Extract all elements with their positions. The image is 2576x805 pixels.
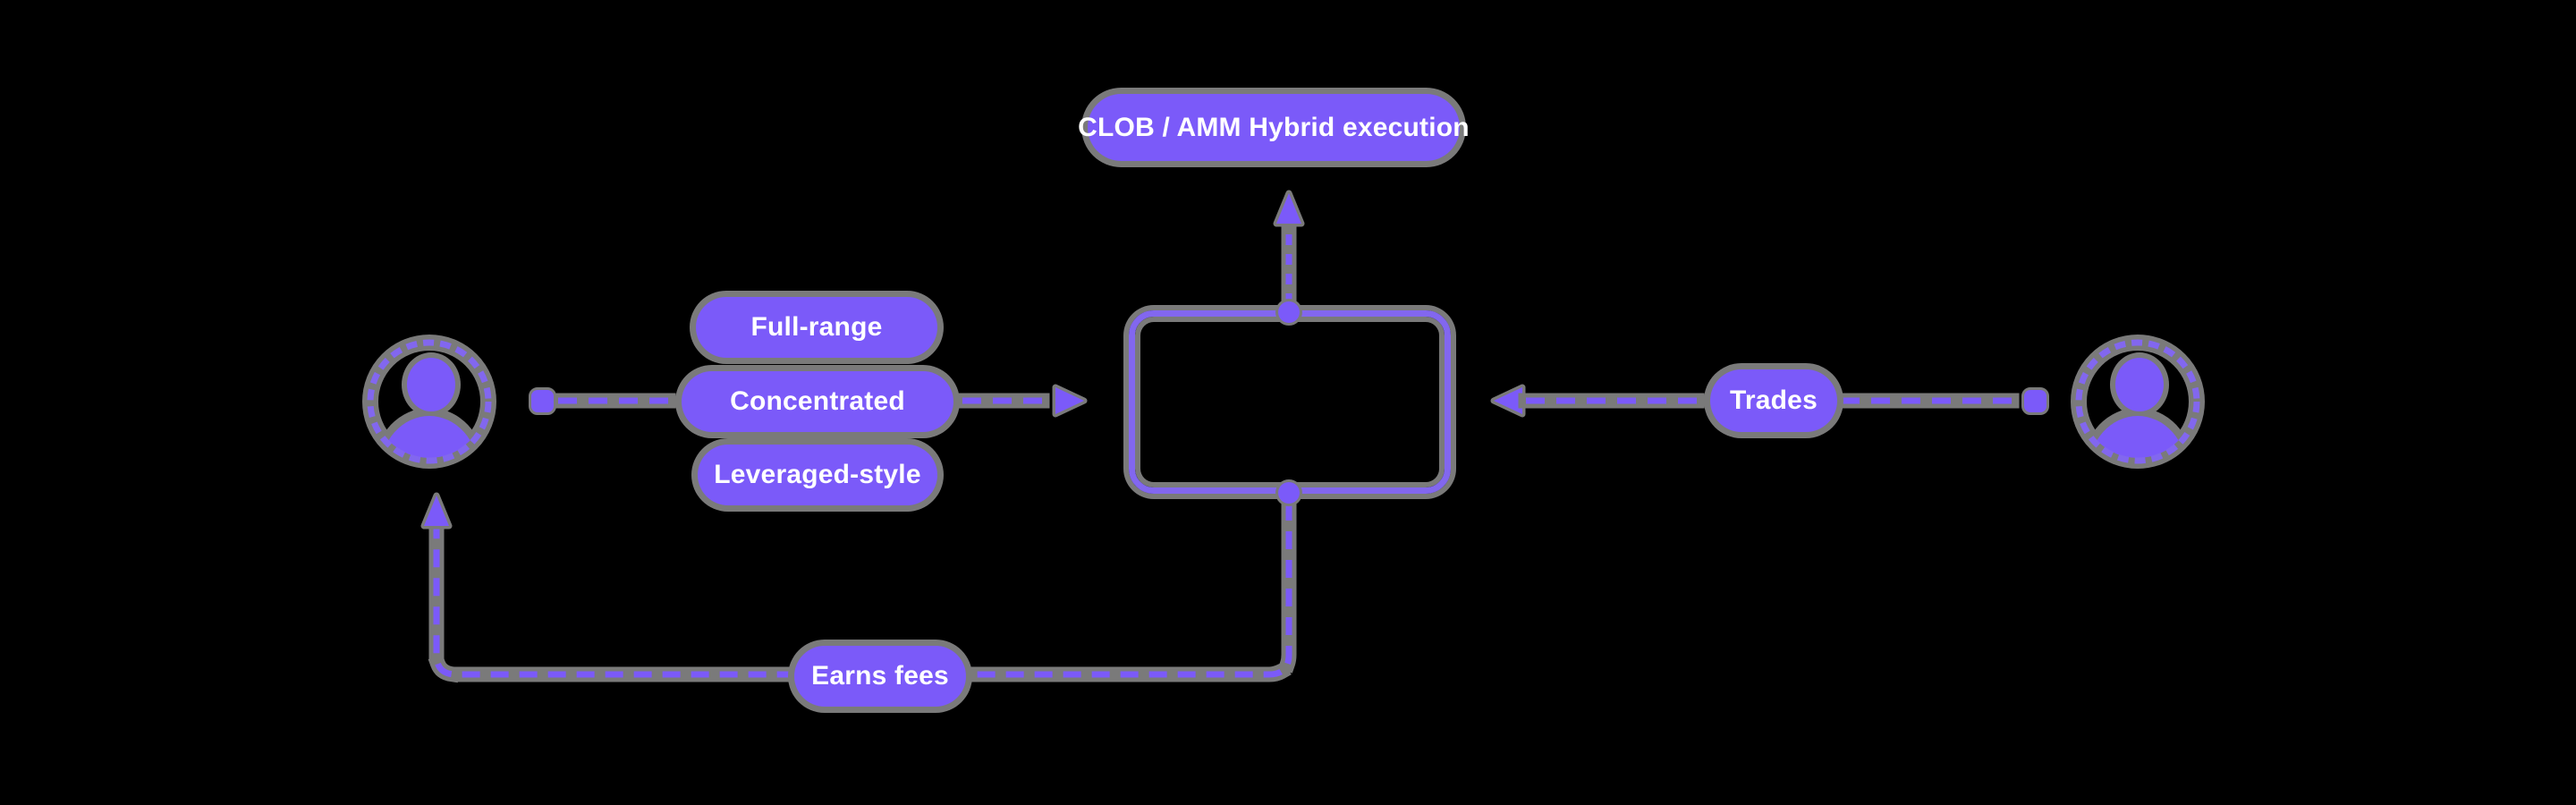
connector-modes-to-box[interactable] [954,384,1088,418]
connector-trades-to-box[interactable] [1490,384,1713,418]
node-full-range-label: Full-range [750,312,883,342]
node-execution-label: CLOB / AMM Hybrid execution [1078,112,1470,142]
node-pool-box[interactable] [1129,310,1451,494]
arrowhead-right-icon [1052,384,1088,418]
node-concentrated-label: Concentrated [730,386,905,416]
connector-box-to-execution[interactable] [1273,190,1305,312]
node-concentrated[interactable]: Concentrated [682,371,953,432]
node-trades[interactable]: Trades [1710,369,1837,432]
node-execution[interactable]: CLOB / AMM Hybrid execution [1078,94,1470,161]
arrowhead-left-icon [1490,384,1526,418]
arrowhead-up-icon [1273,190,1305,227]
node-full-range[interactable]: Full-range [696,297,937,358]
arrowhead-up-icon [420,492,453,530]
node-earns-fees-label: Earns fees [811,661,949,691]
node-trades-label: Trades [1730,386,1818,415]
node-leveraged-style-label: Leveraged-style [714,460,921,489]
node-leveraged-style[interactable]: Leveraged-style [698,445,937,505]
node-earns-fees[interactable]: Earns fees [794,646,966,707]
